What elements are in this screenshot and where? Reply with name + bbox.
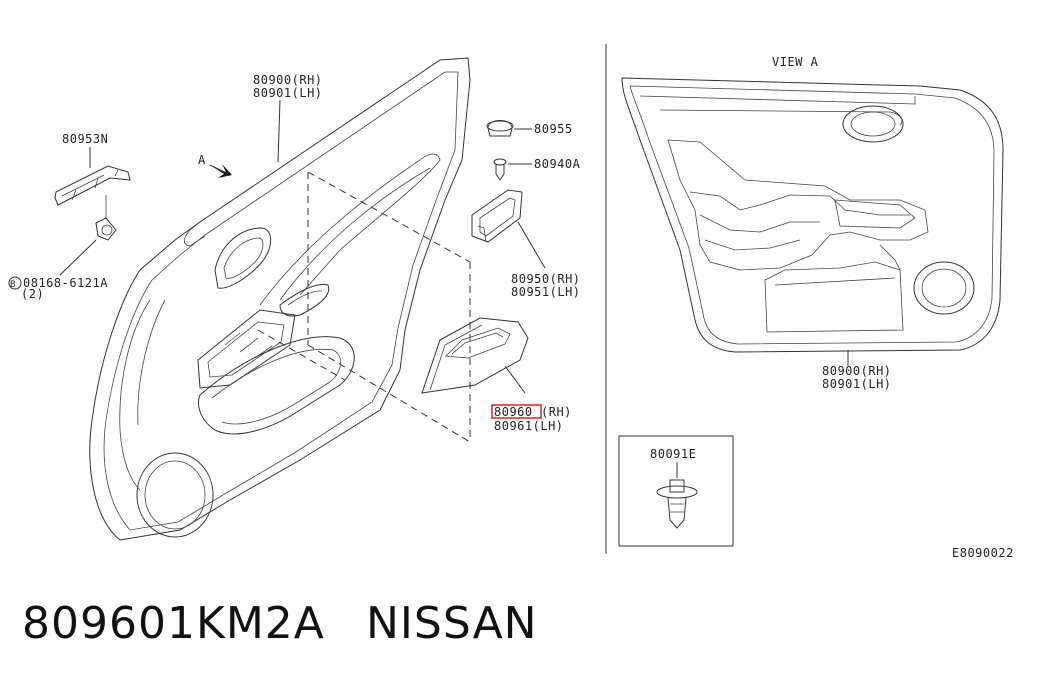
bolt-08168: B 08168-6121A (2) — [8, 239, 108, 301]
diagram-code: E8090022 — [952, 546, 1014, 560]
label-08168[interactable]: 08168-6121A — [23, 276, 108, 290]
label-80901-lh[interactable]: 80901(LH) — [253, 86, 323, 100]
part-number: 809601KM2A — [22, 598, 325, 649]
brand-name: NISSAN — [366, 598, 538, 649]
label-80940A[interactable]: 80940A — [534, 157, 581, 171]
label-80900-rh[interactable]: 80900(RH) — [253, 73, 323, 87]
view-a-title: VIEW A — [772, 55, 819, 69]
label-80960-rh: (RH) — [541, 405, 572, 419]
label-view-80900-rh[interactable]: 80900(RH) — [822, 364, 892, 378]
view-a-panel: VIEW A 80900(RH) 80901(LH) — [621, 55, 1004, 391]
door-trim-panel-exploded — [89, 57, 471, 541]
label-08168-qty: (2) — [21, 287, 44, 301]
label-80953N[interactable]: 80953N — [62, 132, 108, 146]
handle-cup-80950: 80950(RH) 80951(LH) — [471, 189, 581, 299]
label-80961-lh[interactable]: 80961(LH) — [494, 419, 564, 433]
label-80955[interactable]: 80955 — [534, 122, 573, 136]
switch-finisher-80960: 80960 (RH) 80961(LH) — [421, 317, 572, 433]
view-arrow-label: A — [198, 153, 206, 167]
label-08168-prefix: B — [10, 280, 16, 290]
label-80960[interactable]: 80960 — [494, 405, 533, 419]
clip-80091E-box: 80091E — [618, 435, 734, 547]
highlight-box — [491, 404, 542, 419]
label-view-80901-lh[interactable]: 80901(LH) — [822, 377, 892, 391]
cap-80955: 80955 — [486, 120, 573, 137]
label-80951-lh[interactable]: 80951(LH) — [511, 285, 581, 299]
view-a-arrow: A — [198, 153, 232, 178]
leader-80900 — [277, 99, 281, 163]
bracket-80953N: 80953N — [54, 132, 131, 241]
explode-leader-lines — [257, 171, 471, 443]
label-80950-rh[interactable]: 80950(RH) — [511, 272, 581, 286]
screw-80940A: 80940A — [493, 157, 581, 181]
label-80091E[interactable]: 80091E — [650, 447, 696, 461]
